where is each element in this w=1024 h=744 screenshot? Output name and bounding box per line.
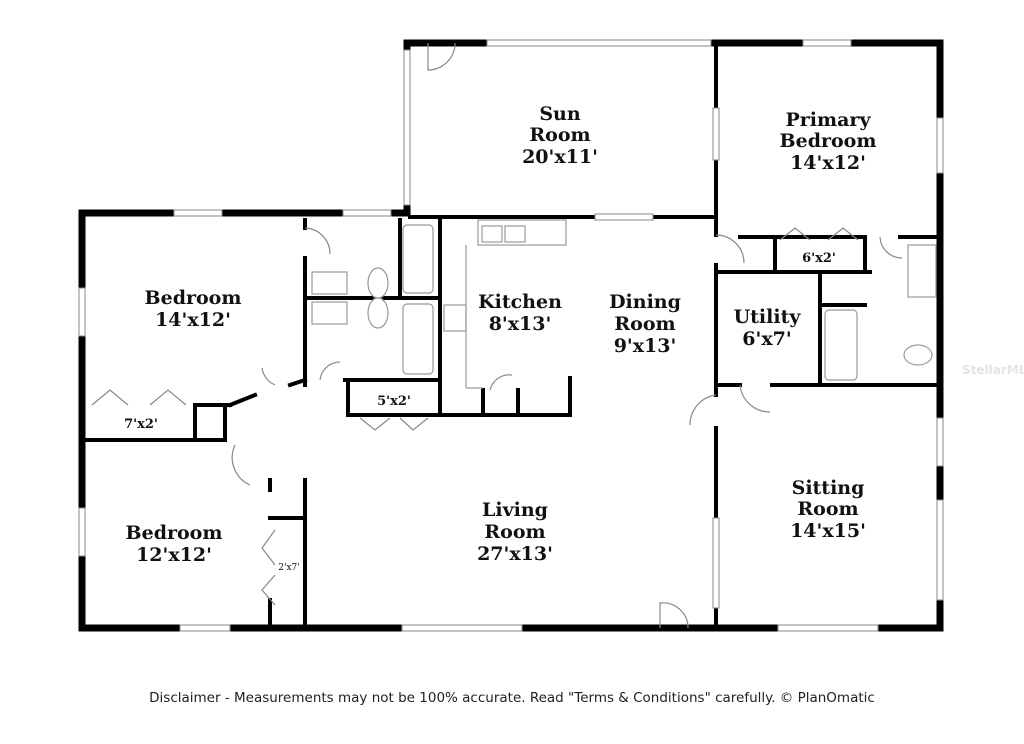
svg-text:27'x13': 27'x13' — [477, 543, 553, 565]
svg-text:12'x12': 12'x12' — [136, 544, 212, 566]
svg-text:Bedroom: Bedroom — [780, 130, 877, 152]
svg-text:Room: Room — [614, 313, 675, 335]
svg-text:Bedroom: Bedroom — [126, 522, 223, 544]
watermark: StellarMLS — [962, 363, 1024, 377]
room-primary-bedroom: Primary Bedroom 14'x12' — [780, 109, 877, 174]
svg-text:6'x7': 6'x7' — [742, 328, 791, 350]
svg-text:Dining: Dining — [609, 291, 681, 313]
svg-text:20'x11': 20'x11' — [522, 146, 598, 168]
svg-text:Room: Room — [484, 521, 545, 543]
room-bedroom-1: Bedroom 14'x12' — [145, 287, 242, 331]
svg-text:Kitchen: Kitchen — [478, 291, 562, 313]
svg-text:Sun: Sun — [539, 103, 581, 125]
room-living: Living Room 27'x13' — [477, 499, 553, 565]
room-dining: Dining Room 9'x13' — [609, 291, 681, 357]
svg-text:9'x13': 9'x13' — [614, 335, 677, 357]
closet-label: 6'x2' — [802, 251, 836, 266]
doors — [91, 42, 903, 629]
svg-text:Sitting: Sitting — [792, 477, 865, 499]
svg-text:Living: Living — [482, 499, 548, 521]
closet-label: 2'x7' — [278, 563, 299, 573]
svg-text:Utility: Utility — [734, 306, 802, 328]
room-bedroom-2: Bedroom 12'x12' — [126, 522, 223, 566]
fixtures — [311, 219, 937, 389]
svg-text:8'x13': 8'x13' — [489, 313, 552, 335]
closet-label: 5'x2' — [377, 394, 411, 409]
svg-text:Bedroom: Bedroom — [145, 287, 242, 309]
svg-text:Room: Room — [797, 498, 858, 520]
svg-text:Primary: Primary — [786, 109, 872, 131]
disclaimer: Disclaimer - Measurements may not be 100… — [149, 690, 875, 706]
svg-text:14'x12': 14'x12' — [790, 152, 866, 174]
room-sitting: Sitting Room 14'x15' — [790, 477, 866, 542]
svg-text:Room: Room — [529, 124, 590, 146]
windows — [78, 39, 944, 632]
room-sun: Sun Room 20'x11' — [522, 103, 598, 168]
svg-text:14'x12': 14'x12' — [155, 309, 231, 331]
room-kitchen: Kitchen 8'x13' — [478, 291, 562, 335]
room-utility: Utility 6'x7' — [734, 306, 802, 350]
closet-label: 7'x2' — [124, 417, 158, 432]
svg-text:14'x15': 14'x15' — [790, 520, 866, 542]
